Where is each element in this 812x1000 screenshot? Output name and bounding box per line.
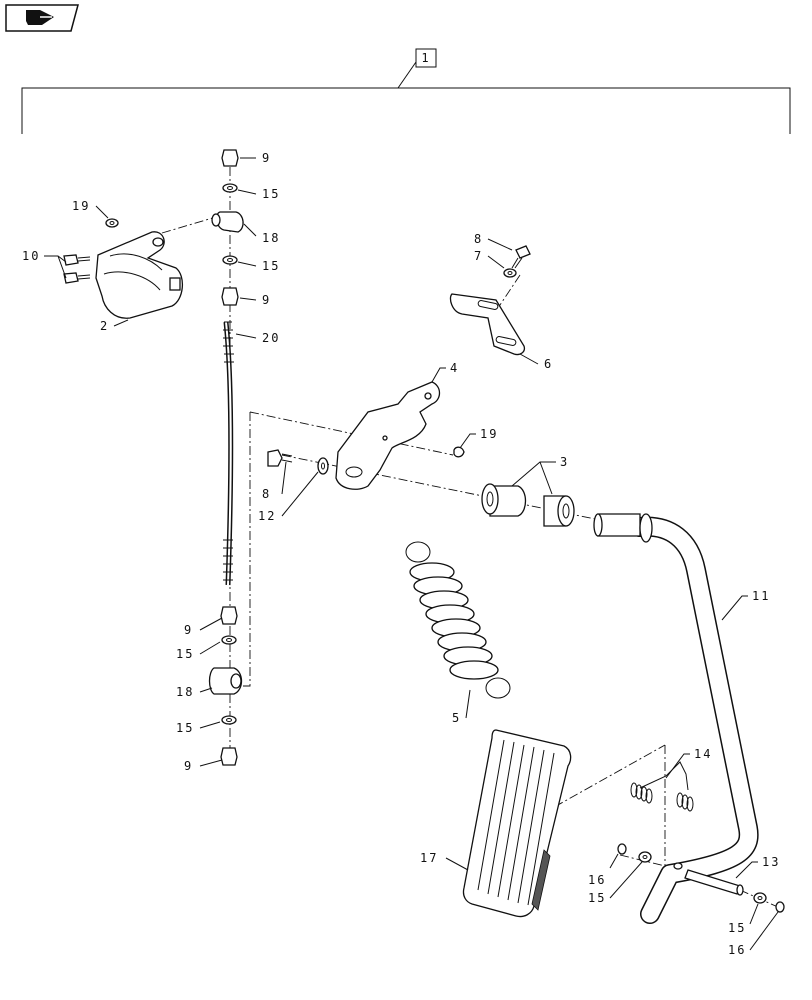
callout-9: 9 xyxy=(262,293,271,307)
callout-2: 2 xyxy=(100,319,109,333)
pivot-plate xyxy=(267,381,465,490)
callout-15: 15 xyxy=(588,891,606,905)
bushings xyxy=(481,483,575,527)
callout-17: 17 xyxy=(420,851,438,865)
callout-18: 18 xyxy=(176,685,194,699)
callout-9: 9 xyxy=(184,759,193,773)
callout-9: 9 xyxy=(184,623,193,637)
callout-labels: 9 15 19 18 10 15 9 2 20 8 7 6 4 19 3 8 1… xyxy=(22,151,780,957)
pedal-arm xyxy=(593,513,759,924)
rod-hardware xyxy=(208,149,244,766)
callout-16: 16 xyxy=(728,943,746,957)
callout-19: 19 xyxy=(480,427,498,441)
callout-4: 4 xyxy=(450,361,459,375)
callout-18: 18 xyxy=(262,231,280,245)
callout-8: 8 xyxy=(474,232,483,246)
callout-10: 10 xyxy=(22,249,40,263)
callout-8: 8 xyxy=(262,487,271,501)
callout-11: 11 xyxy=(752,589,770,603)
assembly-bracket: 1 xyxy=(21,48,791,134)
callout-14: 14 xyxy=(694,747,712,761)
callout-15: 15 xyxy=(262,259,280,273)
return-arrow-icon[interactable] xyxy=(5,4,79,32)
pin-hardware xyxy=(617,843,785,913)
callout-6: 6 xyxy=(544,357,553,371)
callout-13: 13 xyxy=(762,855,780,869)
callout-9: 9 xyxy=(262,151,271,165)
pedal-pad xyxy=(462,729,572,918)
sensor-housing xyxy=(63,218,183,319)
callout-20: 20 xyxy=(262,331,280,345)
callout-7: 7 xyxy=(474,249,483,263)
callout-15: 15 xyxy=(176,647,194,661)
mounting-bracket xyxy=(449,245,531,356)
callout-5: 5 xyxy=(452,711,461,725)
return-spring xyxy=(405,541,511,699)
leader-lines xyxy=(44,157,779,951)
callout-15: 15 xyxy=(262,187,280,201)
callout-19: 19 xyxy=(72,199,90,213)
torsion-spring xyxy=(630,761,694,812)
callout-3: 3 xyxy=(560,455,569,469)
callout-12: 12 xyxy=(258,509,276,523)
center-lines xyxy=(161,150,781,909)
callout-15: 15 xyxy=(176,721,194,735)
callout-15: 15 xyxy=(728,921,746,935)
callout-16: 16 xyxy=(588,873,606,887)
threaded-rod xyxy=(223,321,234,586)
assembly-label: 1 xyxy=(421,51,430,65)
